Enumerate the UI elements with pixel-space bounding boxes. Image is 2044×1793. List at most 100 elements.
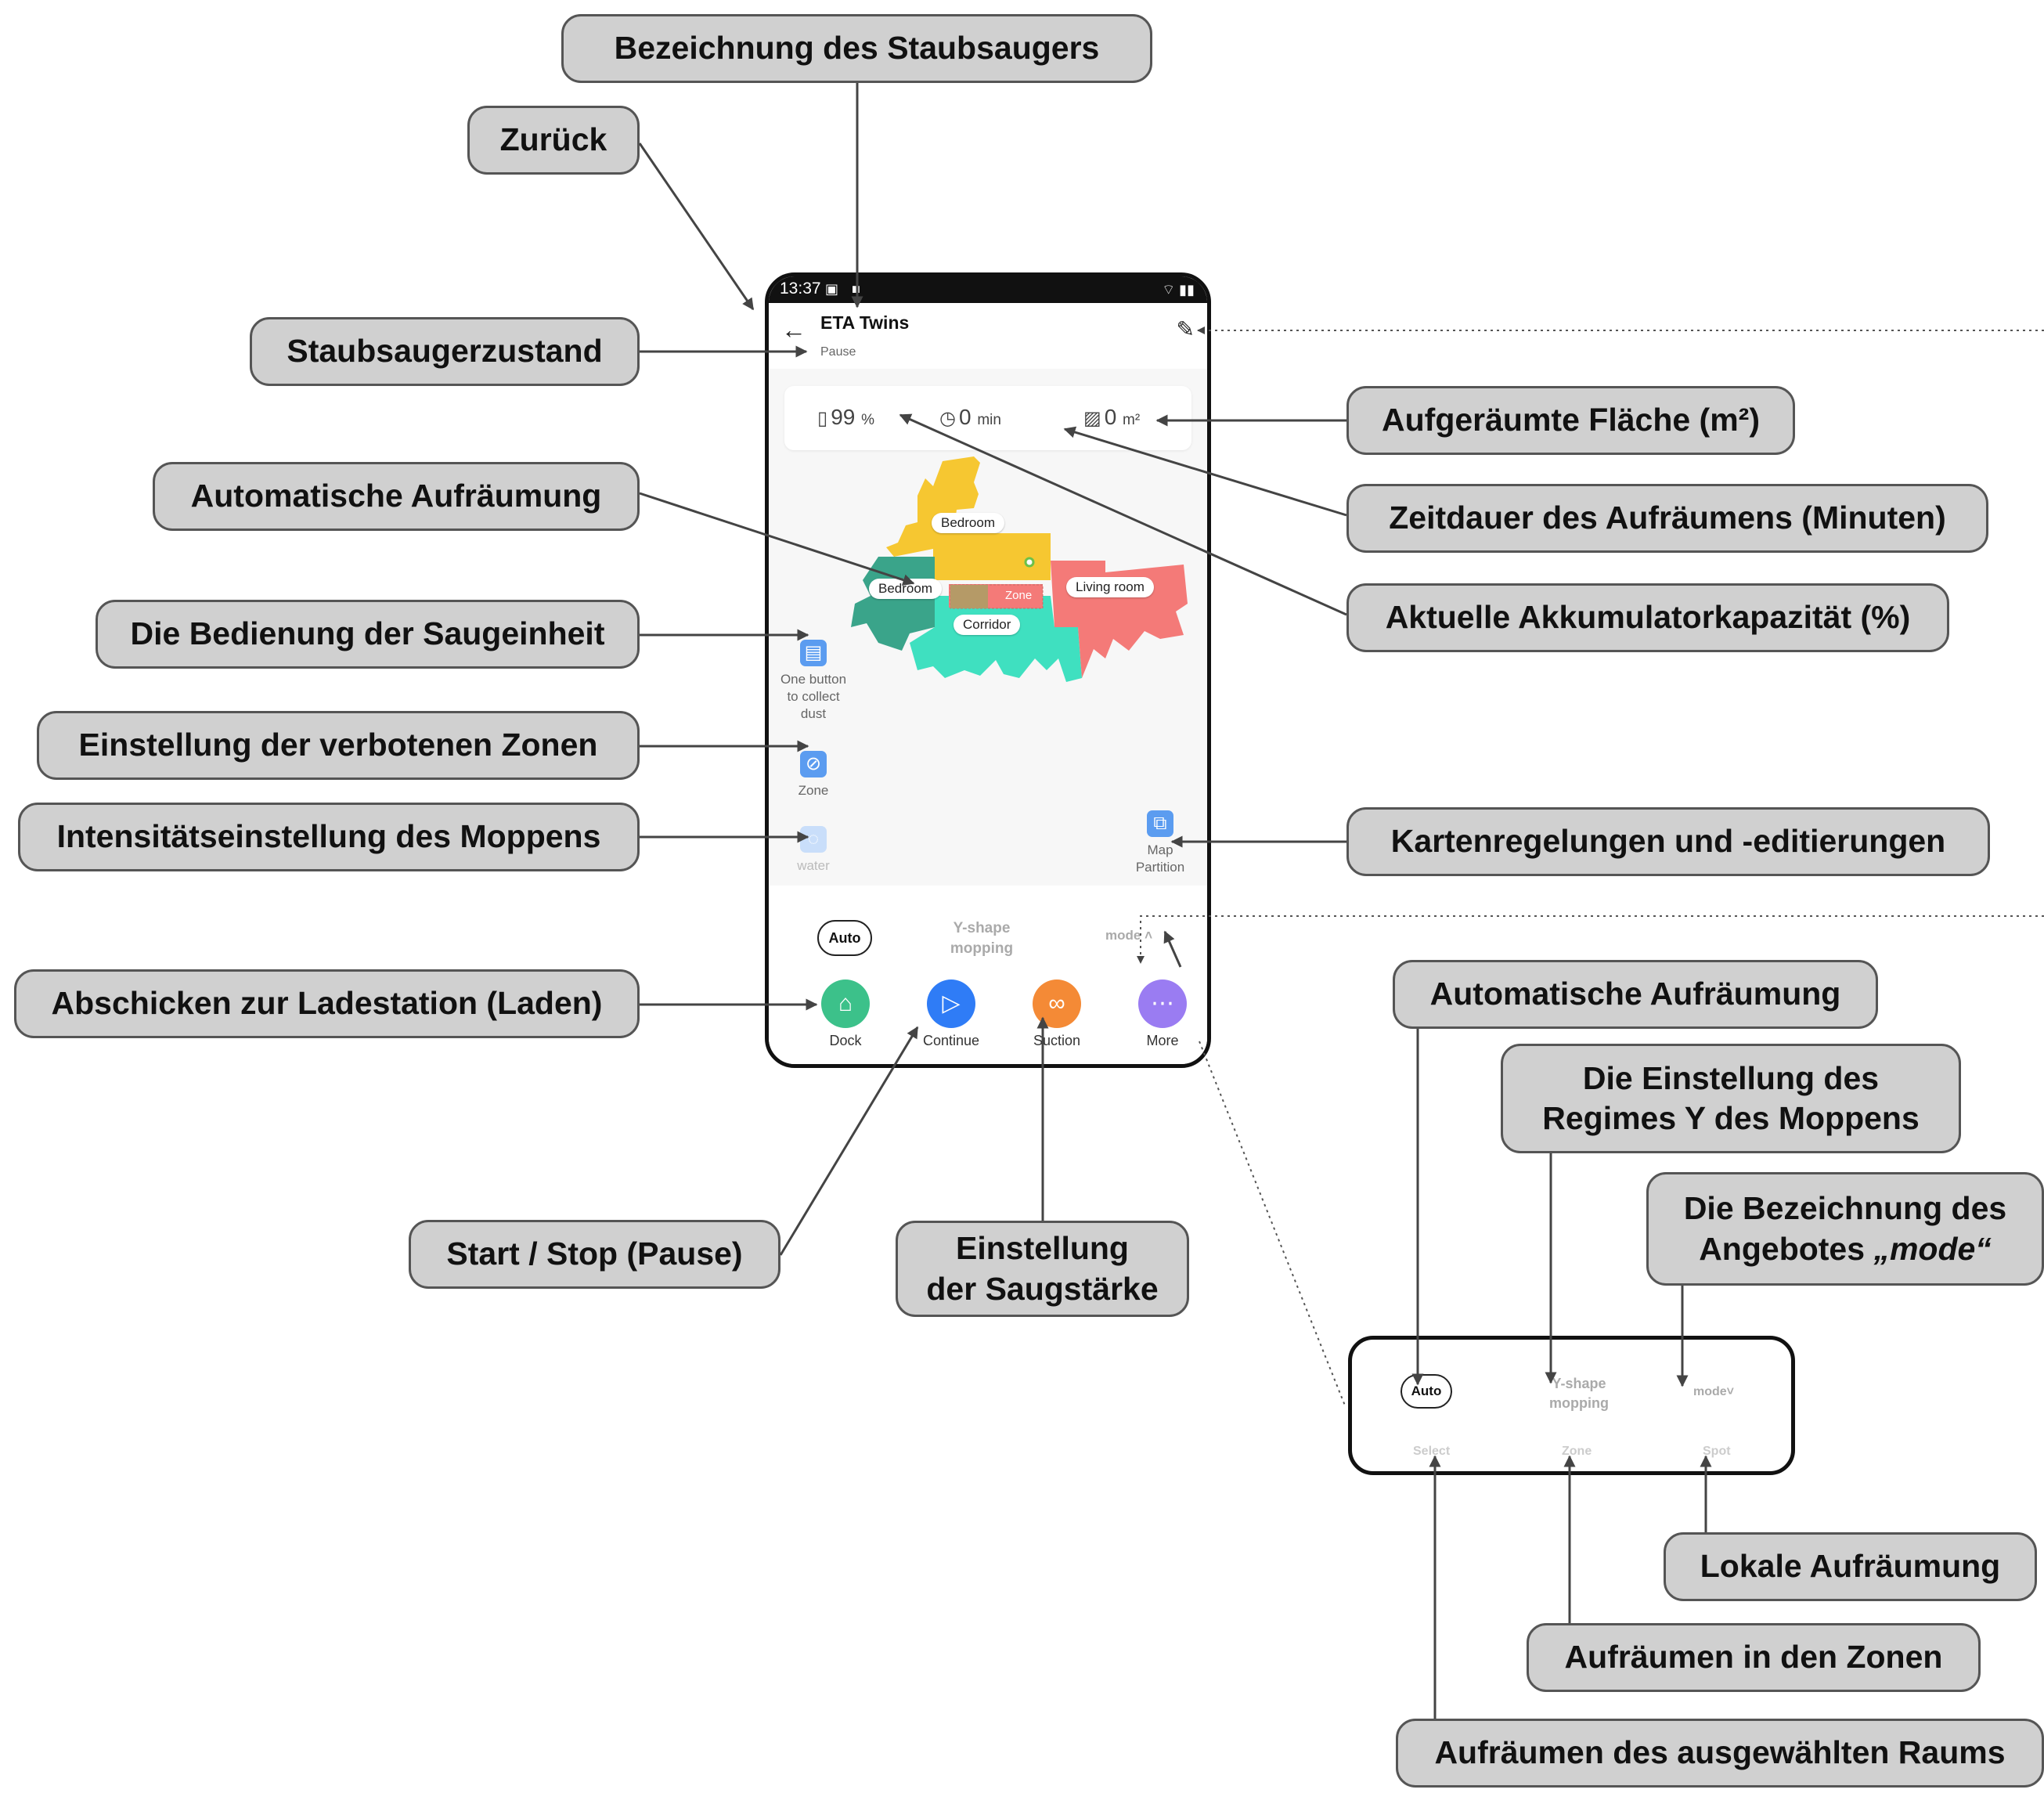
caret-up-icon: ˄ bbox=[1145, 928, 1153, 943]
callout-dock: Abschicken zur Ladestation (Laden) bbox=[14, 969, 640, 1038]
play-icon: ▷ bbox=[927, 979, 975, 1028]
pencil-icon[interactable]: ✎ bbox=[1176, 317, 1195, 341]
forbidden-icon: ⊘ bbox=[800, 751, 827, 777]
room-label[interactable]: Bedroom bbox=[932, 513, 1004, 533]
callout-start-stop: Start / Stop (Pause) bbox=[409, 1220, 780, 1289]
callout-state: Staubsaugerzustand bbox=[250, 317, 640, 386]
more-label: More bbox=[1146, 1033, 1179, 1048]
room-corridor[interactable] bbox=[910, 596, 1082, 682]
zoom-yshape-label: Y-shape mopping bbox=[1549, 1376, 1609, 1412]
spot-option[interactable]: Spot bbox=[1703, 1445, 1731, 1458]
notification-icons: ▣ ■ bbox=[825, 281, 865, 297]
mode-panel: Auto Y-shape mopping mode ˄ ⌂ Dock ▷ Con… bbox=[769, 886, 1207, 1064]
select-option[interactable]: Select bbox=[1413, 1445, 1451, 1458]
time-value: 0 bbox=[958, 405, 972, 429]
callout-device-name: Bezeichnung des Staubsaugers bbox=[561, 14, 1152, 83]
clock-icon: ◷ bbox=[939, 408, 956, 429]
callout-mode-text: Die Bezeichnung des Angebotes „mode“ bbox=[1684, 1189, 2006, 1269]
zone-option[interactable]: Zone bbox=[1562, 1445, 1592, 1458]
mode-zoom-box: Auto Y-shape mopping mode˅ Select Zone S… bbox=[1348, 1336, 1795, 1475]
water-button[interactable]: ◌ water bbox=[778, 826, 849, 875]
battery-unit: % bbox=[861, 412, 875, 428]
callout-spot: Lokale Aufräumung bbox=[1664, 1532, 2037, 1601]
callout-auto-left: Automatische Aufräumung bbox=[153, 462, 640, 531]
auto-mode-label: Auto bbox=[828, 929, 861, 946]
callout-mop-intensity: Intensitätseinstellung des Moppens bbox=[18, 803, 640, 871]
arrow-left-icon[interactable]: ← bbox=[781, 316, 806, 344]
water-drop-icon: ◌ bbox=[800, 826, 827, 853]
callout-text-line: Die Einstellung des bbox=[1582, 1059, 1880, 1096]
device-state: Pause bbox=[820, 345, 856, 359]
zoom-auto-label: Auto bbox=[1411, 1384, 1442, 1398]
time-stat: ◷0 min bbox=[939, 405, 1001, 430]
dotted-zoom-line bbox=[1199, 1041, 1346, 1406]
callout-yshape-text: Die Einstellung des Regimes Y des Moppen… bbox=[1542, 1059, 1920, 1139]
home-icon: ⌂ bbox=[821, 979, 870, 1028]
caret-down-icon: ˅ bbox=[1726, 1385, 1735, 1398]
suction-label: Suction bbox=[1033, 1033, 1081, 1048]
continue-button[interactable]: ▷ Continue bbox=[912, 979, 990, 1049]
callout-text-italic: „mode“ bbox=[1873, 1230, 1992, 1267]
map-partition-label: Map Partition bbox=[1135, 842, 1185, 875]
status-time: 13:37 bbox=[780, 280, 821, 298]
zone-button[interactable]: ⊘ Zone bbox=[778, 751, 849, 799]
dock-button[interactable]: ⌂ Dock bbox=[806, 979, 885, 1049]
robot-position bbox=[1024, 557, 1035, 568]
battery-icon: ▯ bbox=[817, 408, 828, 429]
water-label: water bbox=[797, 858, 830, 873]
room-label[interactable]: Living room bbox=[1066, 577, 1154, 597]
callout-yshape-regime: Die Einstellung des Regimes Y des Moppen… bbox=[1501, 1044, 1961, 1153]
area-value: 0 bbox=[1104, 405, 1117, 429]
room-shape bbox=[933, 533, 1051, 580]
mode-label: mode bbox=[1105, 928, 1141, 943]
time-unit: min bbox=[977, 412, 1001, 428]
callout-text-part: Angebotes bbox=[1699, 1230, 1874, 1267]
device-name: ETA Twins bbox=[820, 312, 910, 333]
more-dots-icon: ⋯ bbox=[1138, 979, 1187, 1028]
callout-duration: Zeitdauer des Aufräumens (Minuten) bbox=[1346, 484, 1988, 553]
area-unit: m² bbox=[1123, 412, 1141, 428]
zoom-auto-button[interactable]: Auto bbox=[1401, 1374, 1452, 1409]
status-bar: 13:37 ▣ ■ ⌔ ▮▮ bbox=[769, 276, 1207, 303]
callout-suction: Einstellung der Saugstärke bbox=[896, 1221, 1189, 1317]
callout-selected-room: Aufräumen des ausgewählten Raums bbox=[1396, 1719, 2044, 1788]
arrow-back bbox=[638, 143, 755, 311]
callout-back: Zurück bbox=[467, 106, 640, 175]
mode-selector[interactable]: mode ˄ bbox=[1105, 928, 1152, 943]
battery-stat: ▯99 % bbox=[817, 405, 874, 430]
more-button[interactable]: ⋯ More bbox=[1123, 979, 1202, 1049]
room-label[interactable]: Corridor bbox=[954, 615, 1021, 635]
area-stat: ▨0 m² bbox=[1083, 405, 1140, 430]
callout-area: Aufgeräumte Fläche (m²) bbox=[1346, 386, 1795, 455]
zoom-mode-label: mode bbox=[1693, 1385, 1727, 1398]
suction-button[interactable]: ∞ Suction bbox=[1018, 979, 1096, 1049]
area-icon: ▨ bbox=[1083, 408, 1101, 429]
yshape-mode-label: Y-shape mopping bbox=[950, 920, 1014, 957]
phone-screen: 13:37 ▣ ■ ⌔ ▮▮ ← ETA Twins Pause ✎ bbox=[765, 272, 1211, 1068]
callout-forbidden-zones: Einstellung der verbotenen Zonen bbox=[37, 711, 640, 780]
collect-dust-button[interactable]: ▤ One button to collect dust bbox=[778, 640, 849, 723]
zone-hatch bbox=[950, 585, 988, 608]
signal-icons: ⌔ ▮▮ bbox=[1162, 282, 1195, 298]
room-label[interactable]: Bedroom bbox=[869, 579, 942, 599]
zone-label: Zone bbox=[1005, 589, 1033, 602]
callout-text-line: Einstellung bbox=[956, 1230, 1129, 1267]
callout-text-line: Die Bezeichnung des bbox=[1683, 1190, 2007, 1227]
dust-bin-icon: ▤ bbox=[800, 640, 827, 666]
yshape-mode-button[interactable]: Y-shape mopping bbox=[935, 918, 1029, 958]
continue-label: Continue bbox=[922, 1033, 980, 1048]
callout-auto-right: Automatische Aufräumung bbox=[1393, 960, 1878, 1029]
callout-text-line: Angebotes „mode“ bbox=[1684, 1229, 2006, 1269]
callout-battery: Aktuelle Akkumulatorkapazität (%) bbox=[1346, 583, 1949, 652]
zoom-yshape-button[interactable]: Y-shape mopping bbox=[1532, 1374, 1626, 1413]
callout-mode-name: Die Bezeichnung des Angebotes „mode“ bbox=[1646, 1172, 2044, 1286]
link-icon: ∞ bbox=[1033, 979, 1081, 1028]
battery-value: 99 bbox=[831, 405, 856, 429]
zoom-mode-selector[interactable]: mode˅ bbox=[1693, 1385, 1734, 1399]
auto-mode-button[interactable]: Auto bbox=[817, 920, 872, 956]
collect-dust-label: One button to collect dust bbox=[780, 672, 847, 722]
callout-map-edit: Kartenregelungen und -editierungen bbox=[1346, 807, 1990, 876]
callout-dust-unit: Die Bedienung der Saugeinheit bbox=[96, 600, 640, 669]
map-partition-button[interactable]: ⧉ Map Partition bbox=[1125, 810, 1195, 876]
zone-label: Zone bbox=[798, 783, 829, 798]
